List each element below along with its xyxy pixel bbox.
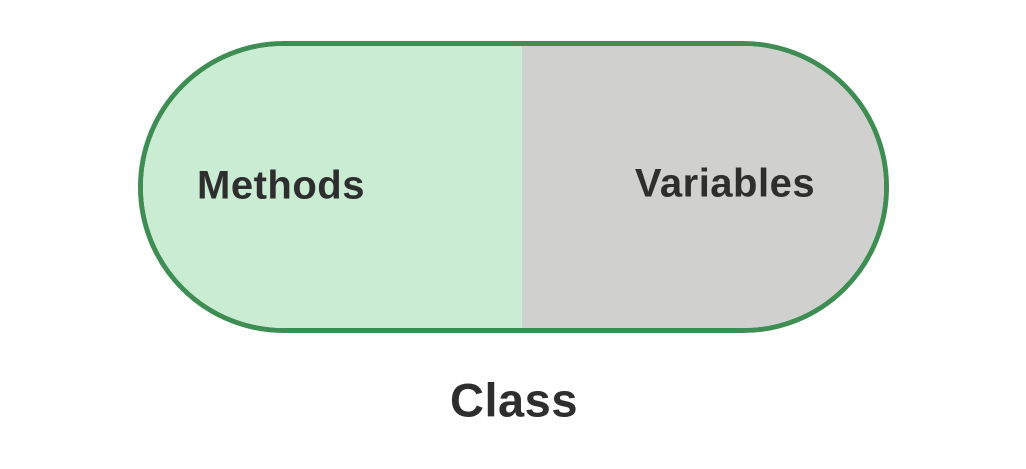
methods-label: Methods [197,163,365,208]
class-capsule-shape [138,41,889,333]
variables-section [522,46,884,328]
variables-label: Variables [634,161,816,206]
class-caption: Class [450,373,578,427]
methods-section [143,46,523,328]
